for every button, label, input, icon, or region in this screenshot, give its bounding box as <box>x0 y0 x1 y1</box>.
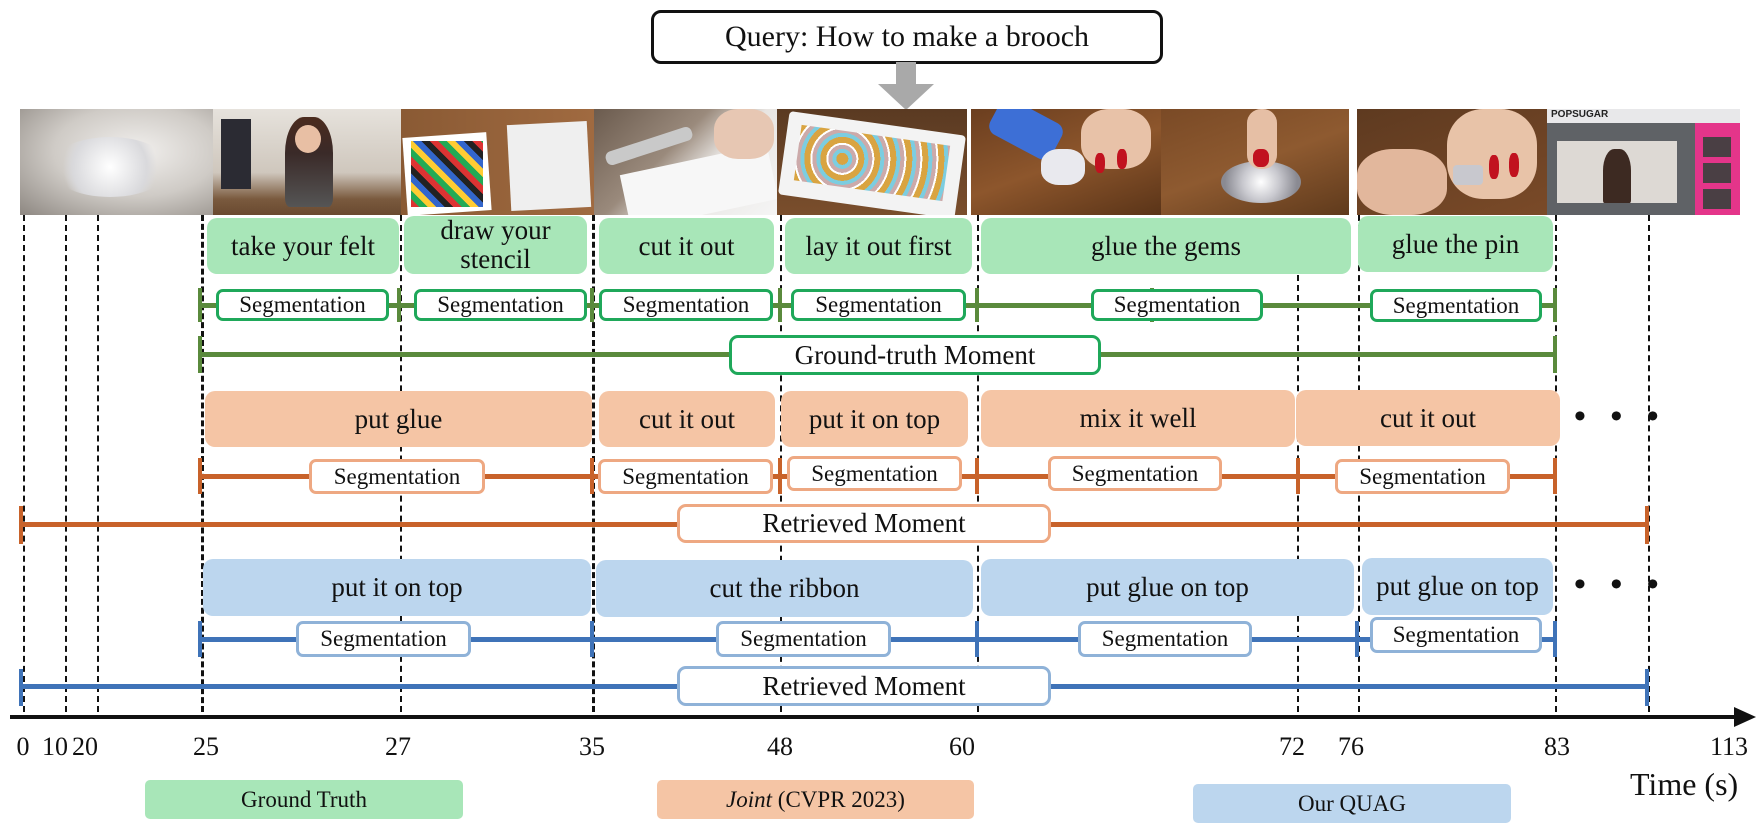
popsugar-logo-text: POPSUGAR <box>1551 109 1609 120</box>
axis-tick-label: 10 <box>42 732 68 761</box>
joint-moment-start <box>19 506 23 544</box>
quag-tick <box>975 621 979 657</box>
axis-tick-label: 25 <box>193 732 219 761</box>
axis-tick-label: 27 <box>385 732 411 761</box>
quag-moment-start <box>19 669 23 706</box>
frame-gems-and-felt <box>401 109 594 215</box>
gt-caption-2: draw your stencil <box>404 216 587 274</box>
gt-moment-end <box>1553 336 1557 373</box>
axis-title: Time (s) <box>1630 766 1739 802</box>
gt-tick <box>975 288 979 322</box>
quag-caption-1: put it on top <box>203 559 591 616</box>
gt-segment-label: Segmentation <box>791 289 966 321</box>
video-frames-strip: POPSUGAR <box>20 109 1740 215</box>
joint-caption-3: put it on top <box>781 391 968 447</box>
legend-joint: Joint (CVPR 2023) <box>657 780 974 819</box>
frame-glue-gun <box>971 109 1161 215</box>
joint-segment-label: Segmentation <box>1048 456 1222 491</box>
gt-segment-label: Segmentation <box>216 289 389 321</box>
gt-tick <box>590 288 594 322</box>
axis-tick-label: 76 <box>1338 732 1364 761</box>
joint-tick <box>1296 458 1300 494</box>
time-guide-line <box>23 215 25 712</box>
quag-caption-2: cut the ribbon <box>596 560 973 617</box>
quag-segment-label: Segmentation <box>716 621 891 657</box>
quag-tick <box>1553 621 1557 657</box>
axis-tick-label: 48 <box>767 732 793 761</box>
time-guide-line <box>97 215 99 712</box>
legend-joint-venue: (CVPR 2023) <box>772 786 905 812</box>
time-guide-line <box>1648 215 1650 712</box>
gt-tick <box>198 288 202 322</box>
joint-tick <box>975 458 979 494</box>
joint-tick <box>590 458 594 494</box>
joint-segment-label: Segmentation <box>787 456 962 491</box>
legend-our-quag: Our QUAG <box>1193 784 1511 823</box>
time-guide-line <box>201 215 204 712</box>
axis-tick-label: 35 <box>579 732 605 761</box>
joint-caption-5: cut it out <box>1296 390 1560 446</box>
axis-arrowhead-icon <box>1734 707 1756 727</box>
frame-finished-brooch <box>1161 109 1349 215</box>
time-axis-line <box>10 715 1738 719</box>
gt-tick <box>397 288 401 322</box>
gt-tick <box>778 288 782 322</box>
quag-tick <box>198 621 202 657</box>
legend-joint-name: Joint <box>726 786 773 812</box>
joint-tick <box>198 458 202 494</box>
joint-caption-4: mix it well <box>981 390 1295 447</box>
joint-tick <box>778 458 782 494</box>
quag-segment-label: Segmentation <box>296 621 471 657</box>
frame-rhinestones-title <box>20 109 213 215</box>
frame-cutting-felt <box>594 109 777 215</box>
gt-moment-start <box>198 336 202 373</box>
legend-ground-truth: Ground Truth <box>145 780 463 819</box>
quag-segment-label: Segmentation <box>1078 621 1252 657</box>
joint-caption-2: cut it out <box>599 391 775 447</box>
axis-tick-label: 113 <box>1709 732 1749 761</box>
frame-host-intro <box>213 109 401 215</box>
joint-segment-label: Segmentation <box>1335 459 1510 494</box>
quag-moment-label: Retrieved Moment <box>677 666 1051 706</box>
quag-segment-label: Segmentation <box>1370 617 1542 653</box>
joint-segment-label: Segmentation <box>598 459 773 494</box>
down-arrow-icon <box>878 62 934 110</box>
gt-caption-3: cut it out <box>599 218 774 274</box>
gt-segment-label: Segmentation <box>599 289 773 321</box>
frame-tray-of-gems <box>777 109 967 215</box>
joint-ellipsis: • • • <box>1574 398 1667 435</box>
gt-caption-6: glue the pin <box>1358 216 1553 272</box>
query-box: Query: How to make a brooch <box>651 10 1163 64</box>
gt-caption-1: take your felt <box>207 218 399 274</box>
quag-tick <box>590 621 594 657</box>
gt-segment-label: Segmentation <box>414 289 587 321</box>
gt-caption-4: lay it out first <box>785 218 972 274</box>
gt-tick <box>1553 288 1557 322</box>
axis-tick-label: 83 <box>1544 732 1570 761</box>
axis-tick-label: 0 <box>16 732 30 761</box>
quag-caption-4: put glue on top <box>1362 558 1553 615</box>
axis-tick-label: 72 <box>1279 732 1305 761</box>
gt-moment-label: Ground-truth Moment <box>729 335 1101 375</box>
quag-tick <box>1355 621 1359 657</box>
gt-segment-label: Segmentation <box>1370 289 1542 322</box>
quag-moment-end <box>1645 669 1649 706</box>
joint-segment-label: Segmentation <box>309 459 485 494</box>
axis-tick-label: 20 <box>72 732 98 761</box>
frame-attach-pin <box>1357 109 1547 215</box>
axis-tick-label: 60 <box>949 732 975 761</box>
joint-moment-label: Retrieved Moment <box>677 504 1051 543</box>
gt-caption-5: glue the gems <box>981 218 1351 274</box>
quag-ellipsis: • • • <box>1574 566 1667 603</box>
time-guide-line <box>65 215 67 712</box>
gt-segment-label: Segmentation <box>1091 289 1263 321</box>
joint-caption-1: put glue <box>205 391 592 447</box>
joint-tick <box>1553 458 1557 494</box>
quag-caption-3: put glue on top <box>981 559 1354 616</box>
joint-moment-end <box>1645 506 1649 544</box>
query-text: Query: How to make a brooch <box>724 20 1090 53</box>
frame-popsugar-endcard: POPSUGAR <box>1547 109 1740 215</box>
